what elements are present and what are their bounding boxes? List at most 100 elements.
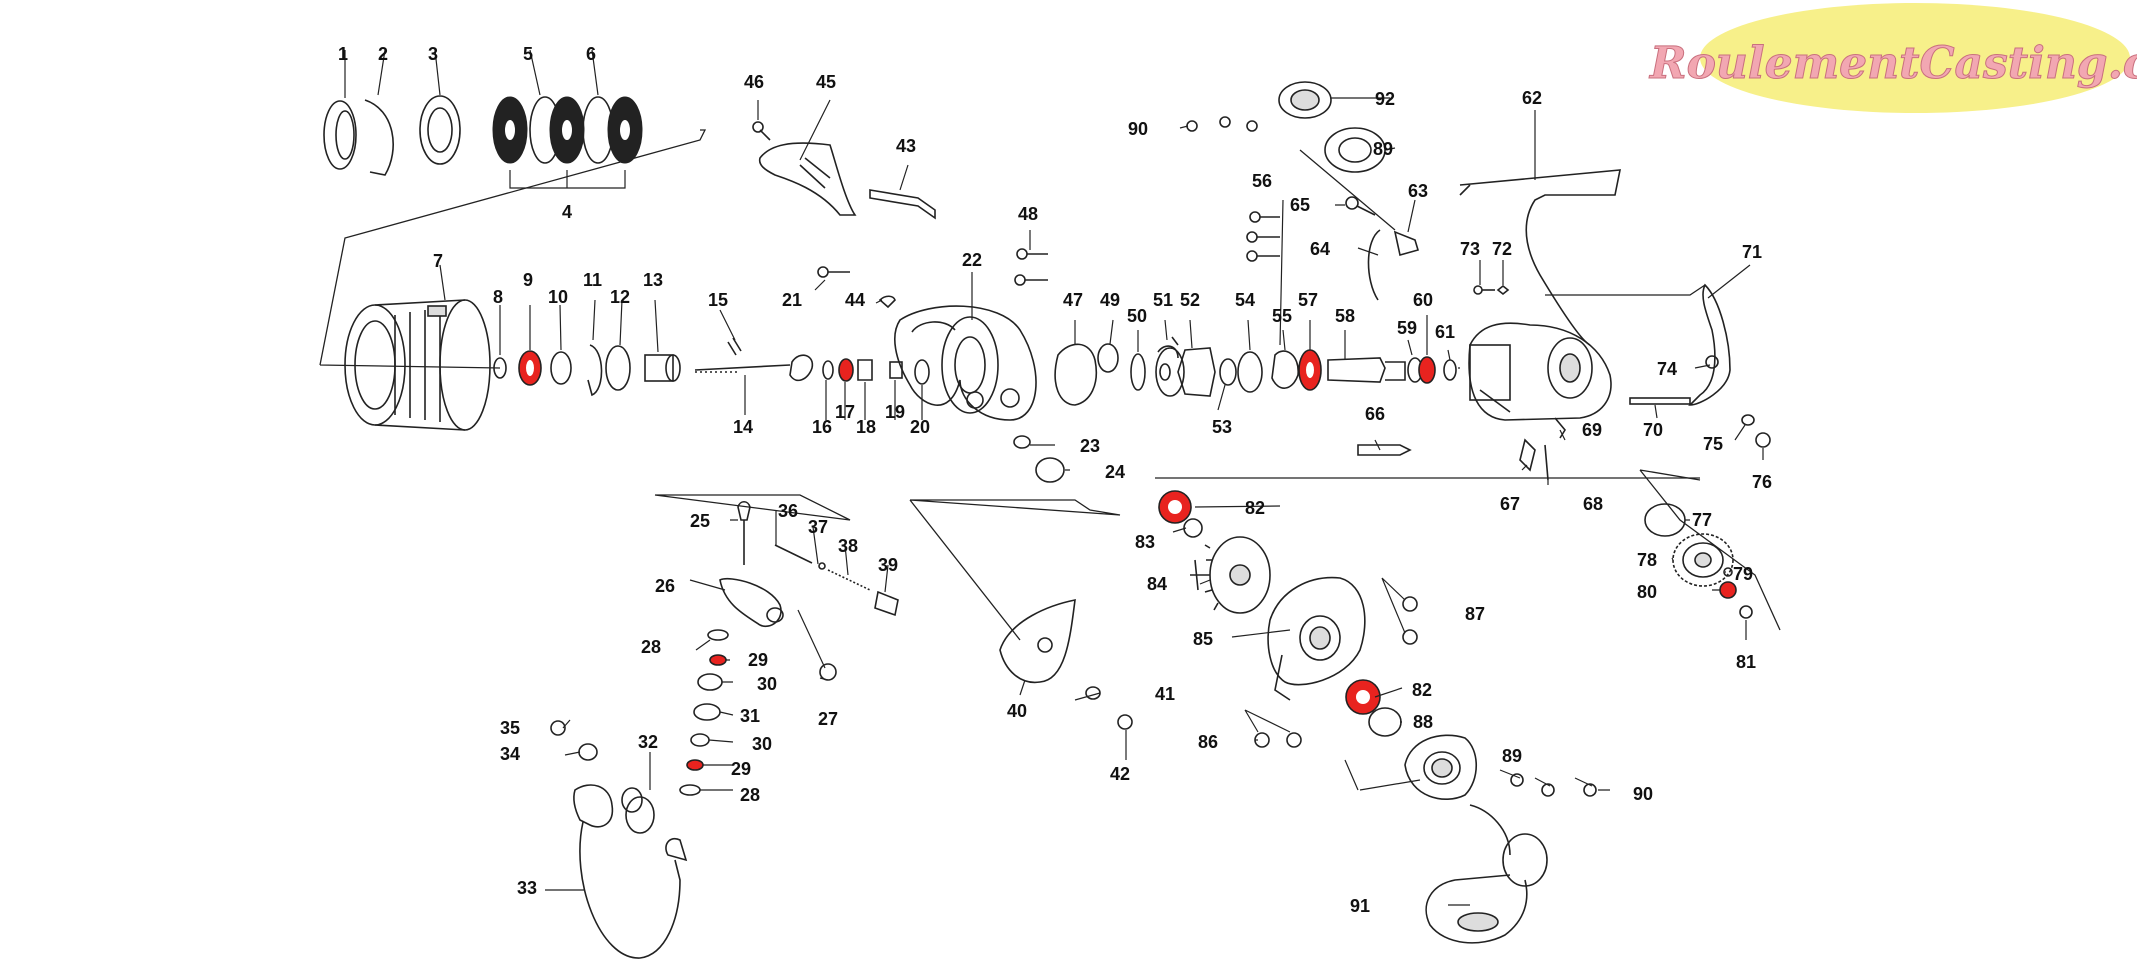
label-part-14: 14 <box>733 417 753 437</box>
part-90-screw-a-top <box>1186 120 1198 132</box>
bail-arm-group <box>752 121 936 309</box>
body-gear-group <box>1014 211 1457 406</box>
part-30a-bushing <box>697 673 723 691</box>
label-part-13: 13 <box>643 270 663 290</box>
label-part-12: 12 <box>610 287 630 307</box>
label-part-45: 45 <box>816 72 836 92</box>
part-1-drag-knob-clip <box>323 100 357 170</box>
label-part-64: 64 <box>1310 239 1330 259</box>
part-40-hole <box>1037 637 1053 653</box>
label-part-61: 61 <box>1435 322 1455 342</box>
label-part-10: 10 <box>548 287 568 307</box>
part-34-collar <box>578 743 598 761</box>
part-28a-washer <box>707 629 729 641</box>
part-89-cap-bottom <box>1404 734 1477 800</box>
label-part-65: 65 <box>1290 195 1310 215</box>
part-57-hole <box>1306 362 1314 378</box>
part-27-screw <box>819 663 837 681</box>
label-part-58: 58 <box>1335 306 1355 326</box>
label-part-66: 66 <box>1365 404 1385 424</box>
part-62-body-foot <box>1459 169 1621 346</box>
guide-spool-axis <box>319 129 707 369</box>
label-part-90-top: 90 <box>1128 119 1148 139</box>
label-part-54: 54 <box>1235 290 1255 310</box>
part-89-top-inner <box>1338 137 1372 163</box>
label-part-60: 60 <box>1413 290 1433 310</box>
part-44-spring <box>878 295 896 309</box>
part-33-bail-wire <box>579 821 681 959</box>
label-part-38: 38 <box>838 536 858 556</box>
label-part-35: 35 <box>500 718 520 738</box>
label-part-46: 46 <box>744 72 764 92</box>
part-2-spring <box>364 99 394 176</box>
label-part-9: 9 <box>523 270 533 290</box>
label-part-57: 57 <box>1298 290 1318 310</box>
label-part-28-bottom: 28 <box>740 785 760 805</box>
label-part-63: 63 <box>1408 181 1428 201</box>
part-92-cap <box>1278 81 1332 119</box>
label-part-7: 7 <box>433 251 443 271</box>
part-74-screw <box>1705 355 1719 369</box>
part-92-inner <box>1290 89 1320 111</box>
part-15-pin <box>727 337 742 356</box>
part-69-lever <box>1554 417 1566 439</box>
part-38-spring <box>827 569 871 591</box>
guide-bail-trip <box>654 494 851 521</box>
part-76-screw <box>1755 432 1771 448</box>
label-part-89-top: 89 <box>1373 139 1393 159</box>
label-part-27: 27 <box>818 709 838 729</box>
label-part-18: 18 <box>856 417 876 437</box>
label-part-55: 55 <box>1272 306 1292 326</box>
part-67-anti-reverse <box>1519 438 1536 472</box>
part-35-screw <box>550 720 566 736</box>
label-part-5: 5 <box>523 44 533 64</box>
part-29a-bearing <box>709 654 727 666</box>
part-88-washer <box>1368 707 1402 737</box>
part-68-pin <box>1544 444 1549 481</box>
part-3-inner <box>427 107 453 153</box>
label-part-41: 41 <box>1155 684 1175 704</box>
part-77-washer <box>1644 503 1686 537</box>
label-part-24: 24 <box>1105 462 1125 482</box>
label-part-87: 87 <box>1465 604 1485 624</box>
part-66-shaft <box>1357 444 1412 456</box>
label-part-79: 79 <box>1733 564 1753 584</box>
label-part-25: 25 <box>690 511 710 531</box>
part-87-bracket <box>1381 577 1406 634</box>
part-90-screw-a <box>1510 773 1524 787</box>
label-part-19: 19 <box>885 402 905 422</box>
label-part-30-top: 30 <box>757 674 777 694</box>
part-37-pin <box>818 562 826 570</box>
part-58-pinion <box>1327 357 1386 383</box>
part-50-washer <box>1159 363 1171 381</box>
label-part-6: 6 <box>586 44 596 64</box>
label-part-15: 15 <box>708 290 728 310</box>
label-part-72: 72 <box>1492 239 1512 259</box>
part-33-wire-end <box>665 837 688 862</box>
part-53-washer <box>1219 358 1237 386</box>
label-part-69: 69 <box>1582 420 1602 440</box>
part-84-drive-gear <box>1190 536 1271 614</box>
label-part-49: 49 <box>1100 290 1120 310</box>
label-part-33: 33 <box>517 878 537 898</box>
part-86-screw-b <box>1286 732 1302 748</box>
top-cap-group <box>1186 81 1386 173</box>
label-part-51: 51 <box>1153 290 1173 310</box>
part-28b-washer <box>679 784 701 796</box>
part-16-washer <box>822 360 834 380</box>
label-part-73: 73 <box>1460 239 1480 259</box>
label-part-76: 76 <box>1752 472 1772 492</box>
logo-badge <box>1700 3 2130 113</box>
label-part-28-top: 28 <box>641 637 661 657</box>
part-17-bearing <box>838 358 854 382</box>
label-part-85: 85 <box>1193 629 1213 649</box>
part-51-tab <box>1171 336 1179 346</box>
part-60-bearing <box>1418 356 1436 384</box>
label-part-29-top: 29 <box>748 650 768 670</box>
part-4-hole-a <box>505 120 515 140</box>
part-73-screw <box>1473 285 1483 295</box>
part-79-clip <box>1723 567 1733 577</box>
part-18-nut <box>857 359 873 381</box>
part-90-screw-b-top <box>1219 116 1231 128</box>
